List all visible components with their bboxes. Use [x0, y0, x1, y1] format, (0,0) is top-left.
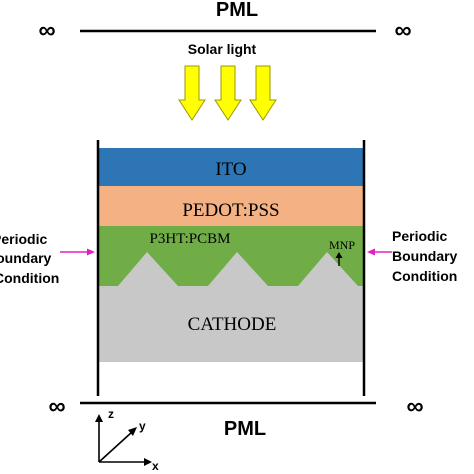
p3ht-label: P3HT:PCBM	[150, 231, 231, 247]
left-boundary-arrow	[60, 248, 95, 256]
cathode-label: CATHODE	[188, 314, 277, 335]
coordinate-axes	[95, 414, 152, 466]
solar-arrow-3	[249, 65, 277, 121]
solar-arrow-1	[178, 65, 206, 121]
solar-arrow-2	[214, 65, 242, 121]
right-boundary-line-2: Boundary	[392, 248, 458, 264]
axis-y-label: y	[139, 419, 146, 433]
pml-bottom-label: PML	[224, 418, 266, 440]
solar-light-arrows	[178, 65, 277, 121]
pedot-label: PEDOT:PSS	[182, 200, 279, 221]
axis-z-label: z	[108, 407, 114, 421]
infinity-bottom-left: ∞	[48, 393, 65, 420]
solar-light-label: Solar light	[188, 41, 257, 57]
ito-label: ITO	[215, 159, 246, 180]
axis-x-label: x	[152, 459, 159, 473]
mnp-arrow	[335, 252, 343, 266]
pedot-layer	[98, 186, 364, 226]
right-boundary-text: Periodic Boundary Condition	[392, 228, 458, 284]
left-boundary-line-1: Periodic	[0, 231, 47, 247]
left-boundary-line-3: Condition	[0, 270, 59, 286]
infinity-top-left: ∞	[38, 17, 55, 44]
pml-top-label: PML	[216, 0, 258, 21]
right-boundary-line-1: Periodic	[392, 228, 447, 244]
ito-layer	[98, 148, 364, 186]
mnp-label: MNP	[329, 238, 355, 252]
infinity-bottom-right: ∞	[406, 393, 423, 420]
left-boundary-line-2: Boundary	[0, 250, 52, 266]
cathode-layer	[98, 252, 364, 362]
infinity-top-right: ∞	[394, 17, 411, 44]
right-boundary-arrow	[367, 248, 392, 256]
left-boundary-text: Periodic Boundary Condition	[0, 231, 59, 286]
right-boundary-line-3: Condition	[392, 268, 457, 284]
